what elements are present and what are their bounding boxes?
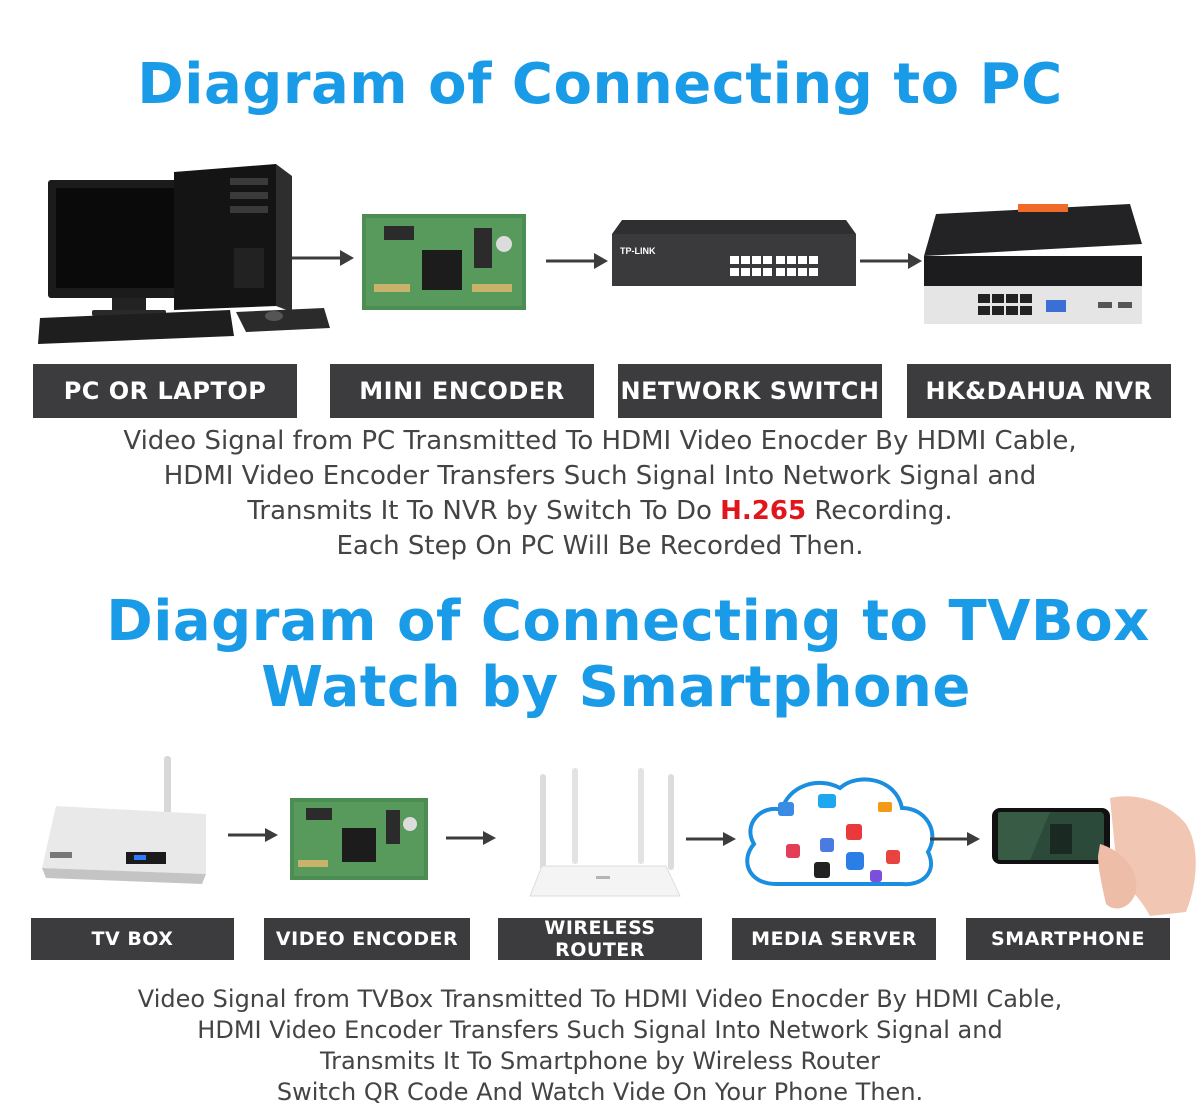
media-server-cloud-image — [745, 777, 935, 887]
arrow-right-icon — [930, 832, 980, 846]
network-switch-image: TP-LINK — [612, 220, 856, 286]
mini-encoder-board-image — [362, 214, 526, 310]
section2-desc-line4: Switch QR Code And Watch Vide On Your Ph… — [276, 1078, 924, 1106]
label-video-encoder: VIDEO ENCODER — [264, 918, 470, 960]
arrow-right-icon — [228, 828, 278, 842]
arrow-right-icon — [546, 253, 608, 269]
section1-desc-line3-before: Transmits It To NVR by Switch To Do — [247, 496, 721, 526]
arrow-right-icon — [446, 831, 496, 845]
desktop-pc-image — [38, 164, 330, 344]
smartphone-in-hand-image — [992, 796, 1196, 916]
section1-description: Video Signal from PC Transmitted To HDMI… — [0, 424, 1200, 564]
label-pc-or-laptop: PC OR LAPTOP — [33, 364, 297, 418]
label-media-server: MEDIA SERVER — [732, 918, 936, 960]
section1-desc-line4: Each Step On PC Will Be Recorded Then. — [336, 531, 864, 561]
section2-title-line2: Watch by Smartphone — [261, 655, 971, 720]
section1-desc-line3: Transmits It To NVR by Switch To Do H.26… — [0, 494, 1200, 529]
switch-brand-text: TP-LINK — [620, 246, 656, 256]
label-tv-box: TV BOX — [31, 918, 234, 960]
section2-desc-line3: Transmits It To Smartphone by Wireless R… — [319, 1047, 880, 1075]
nvr-recorder-image — [924, 204, 1142, 324]
section1-desc-line2: HDMI Video Encoder Transfers Such Signal… — [163, 461, 1037, 491]
section1-desc-line1: Video Signal from PC Transmitted To HDMI… — [123, 426, 1077, 456]
label-smartphone: SMARTPHONE — [966, 918, 1170, 960]
tv-box-image — [42, 756, 206, 884]
label-wireless-router: WIRELESS ROUTER — [498, 917, 702, 961]
video-encoder-board-image — [290, 798, 428, 880]
arrow-right-icon — [860, 253, 922, 269]
label-network-switch: NETWORK SWITCH — [618, 364, 882, 418]
section1-title: Diagram of Connecting to PC — [137, 52, 1063, 117]
label-mini-encoder: MINI ENCODER — [330, 364, 594, 418]
section2-desc-line1: Video Signal from TVBox Transmitted To H… — [137, 985, 1063, 1013]
section1-desc-line3-after: Recording. — [806, 496, 953, 526]
section2-desc-line2: HDMI Video Encoder Transfers Such Signal… — [197, 1016, 1003, 1044]
arrow-right-icon — [292, 250, 354, 266]
wireless-router-image — [529, 768, 681, 897]
section2-title-line1: Diagram of Connecting to TVBox — [106, 589, 1150, 654]
section2-description: Video Signal from TVBox Transmitted To H… — [0, 984, 1200, 1108]
arrow-right-icon — [686, 832, 736, 846]
label-hk-dahua-nvr: HK&DAHUA NVR — [907, 364, 1171, 418]
h265-highlight: H.265 — [720, 496, 807, 526]
